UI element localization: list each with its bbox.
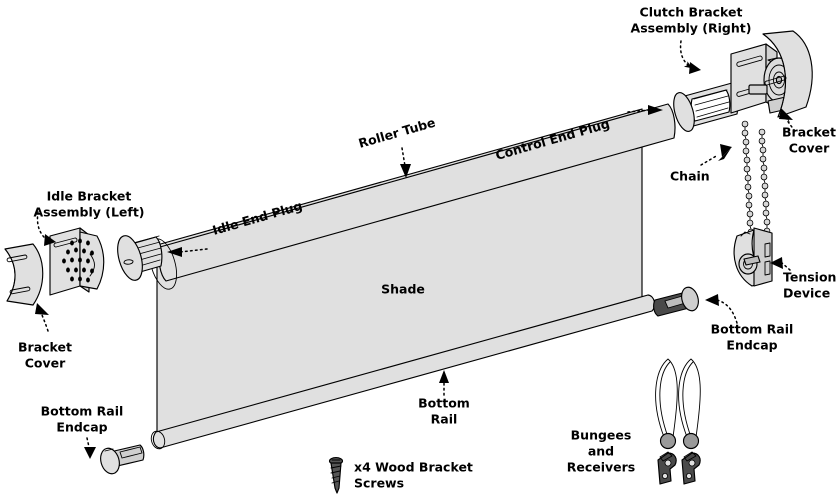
leader-bottom-rail-endcap-right <box>716 299 738 324</box>
label-bottom-rail-line2: Rail <box>431 412 458 427</box>
bracket-cover-left-part <box>4 243 44 306</box>
label-screws-line2: Screws <box>354 476 404 491</box>
chain-part <box>741 120 772 253</box>
bracket-cover-right-part <box>762 30 813 118</box>
label-bracket-cover-right-line1: Bracket <box>782 125 836 140</box>
leader-clutch-bracket <box>679 40 693 69</box>
bottom-rail-endcap-right-part <box>653 286 699 317</box>
wood-bracket-screw-part <box>328 457 344 494</box>
label-bungees-line3: Receivers <box>567 460 636 475</box>
leader-idle-bracket <box>36 211 48 241</box>
label-bungees-line1: Bungees <box>571 428 632 443</box>
leader-chain <box>700 154 719 166</box>
leader-bracket-cover-left <box>41 314 49 332</box>
leader-control-end-plug <box>627 109 651 113</box>
idle-end-plug-part <box>117 235 163 281</box>
label-idle-bracket-line1: Idle Bracket <box>47 189 132 204</box>
label-bottom-rail-endcap-left-line2: Endcap <box>56 420 107 435</box>
leader-tension-device <box>781 262 791 271</box>
label-bottom-rail-line1: Bottom <box>418 396 470 411</box>
label-bottom-rail-endcap-right-line1: Bottom Rail <box>711 322 794 337</box>
label-bottom-rail-endcap-right-line2: Endcap <box>726 338 777 353</box>
leader-idle-end-plug <box>179 248 208 253</box>
label-bracket-cover-right-line2: Cover <box>789 141 830 156</box>
bungees-and-receivers-part <box>655 358 701 485</box>
label-shade: Shade <box>381 282 425 297</box>
label-clutch-bracket-line2: Assembly (Right) <box>631 21 752 36</box>
tension-device-part <box>733 227 773 287</box>
perforation-dots <box>62 238 94 283</box>
label-bracket-cover-left-line2: Cover <box>25 356 66 371</box>
bottom-rail-part <box>150 294 656 450</box>
label-bottom-rail-endcap-left-line1: Bottom Rail <box>41 404 124 419</box>
leader-bottom-rail-endcap-left <box>86 437 90 448</box>
label-roller-tube: Roller Tube <box>357 115 437 151</box>
label-idle-bracket-line2: Assembly (Left) <box>33 205 144 220</box>
idle-bracket-assembly-part <box>49 227 105 296</box>
label-screws-line1: x4 Wood Bracket <box>354 460 473 475</box>
bottom-rail-endcap-left-part <box>100 444 145 475</box>
label-tension-device-line1: Tension <box>783 270 836 285</box>
label-clutch-bracket-line1: Clutch Bracket <box>640 5 743 20</box>
label-tension-device-line2: Device <box>783 286 830 301</box>
leader-roller-tube <box>401 147 406 167</box>
label-bracket-cover-left-line1: Bracket <box>18 340 72 355</box>
label-chain: Chain <box>670 169 710 184</box>
label-bungees-line2: and <box>588 444 614 459</box>
